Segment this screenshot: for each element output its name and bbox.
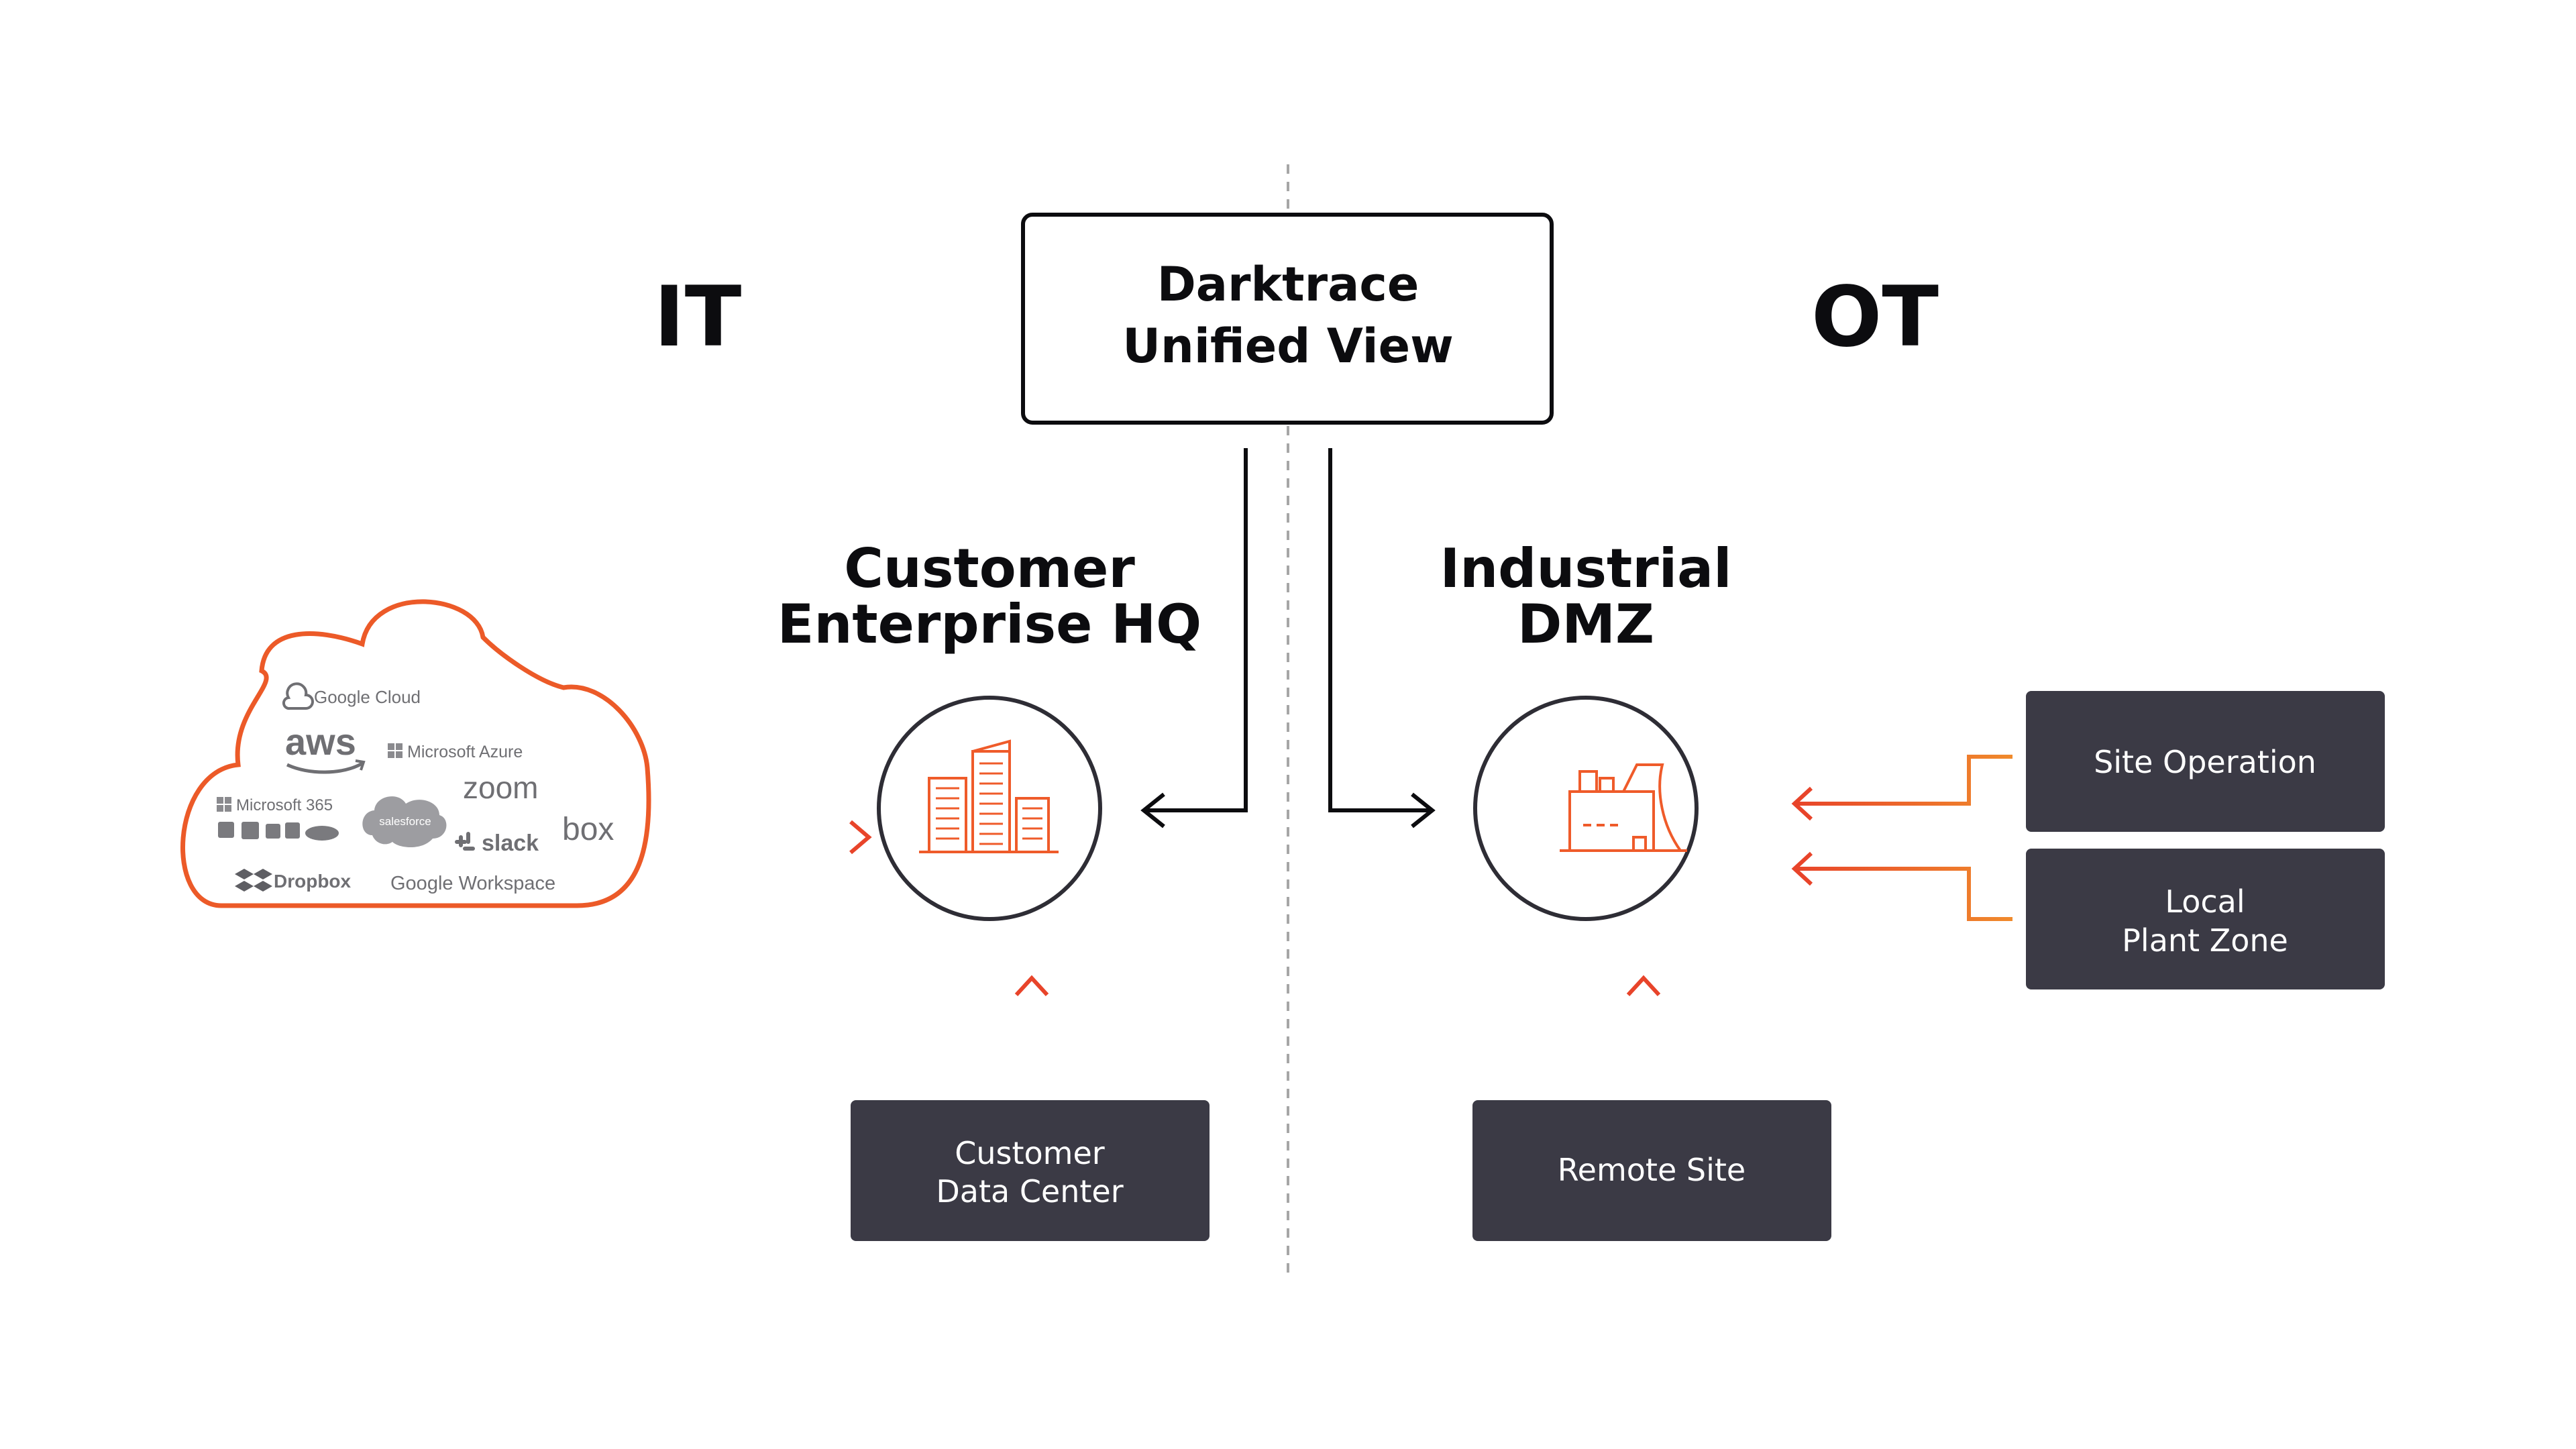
salesforce-logo: salesforce [362,796,447,848]
svg-text:slack: slack [482,830,539,856]
svg-text:aws: aws [285,720,356,763]
microsoft-azure-logo: Microsoft Azure [388,743,523,761]
plant-zone-label-line1: Local [2165,883,2245,920]
data-center-label-line2: Data Center [936,1173,1123,1210]
data-center-label-line1: Customer [955,1135,1105,1171]
connector-unified-to-hq [1140,448,1248,828]
dmz-heading-line2: DMZ [1517,593,1654,655]
ot-label: OT [1811,269,1939,366]
arrow-site-operation-to-dmz [1791,755,2012,821]
dmz-heading-line1: Industrial [1440,537,1731,600]
slack-logo: slack [455,830,539,856]
svg-text:Microsoft Azure: Microsoft Azure [407,743,523,761]
local-plant-zone-box[interactable]: Local Plant Zone [2026,849,2385,989]
connector-unified-to-dmz [1328,448,1436,828]
remote-site-label: Remote Site [1558,1152,1746,1188]
enterprise-hq-node[interactable] [877,696,1102,921]
arrow-remote-to-dmz [1626,975,1661,1087]
google-workspace-logo: Google Workspace [390,873,555,894]
unified-view-title-line1: Darktrace [1157,257,1419,312]
site-operation-box[interactable]: Site Operation [2026,691,2385,832]
customer-data-center-box[interactable]: Customer Data Center [851,1100,1210,1241]
zoom-logo: zoom [463,770,538,805]
svg-text:Google Cloud: Google Cloud [314,687,421,707]
microsoft-365-logo: Microsoft 365 [217,796,339,841]
unified-view-title-line2: Unified View [1122,319,1454,374]
cloud-services-group[interactable]: Google Cloud aws Microsoft Azure Microso… [180,599,651,908]
factory-icon [1560,763,1687,852]
arrow-datacenter-to-hq [1014,975,1049,1087]
site-operation-label: Site Operation [2094,744,2316,780]
industrial-dmz-node[interactable] [1473,696,1699,921]
svg-text:Microsoft 365: Microsoft 365 [236,796,333,814]
hq-heading-line2: Enterprise HQ [777,593,1201,655]
unified-view-box[interactable]: Darktrace Unified View [1021,213,1554,425]
google-cloud-logo: Google Cloud [282,682,421,710]
hq-heading-line1: Customer [844,537,1135,600]
svg-text:salesforce: salesforce [379,815,431,828]
dropbox-logo: Dropbox [235,869,352,892]
office-buildings-icon [919,739,1059,853]
arrow-plant-zone-to-dmz [1791,851,2012,921]
it-label: IT [654,269,742,366]
box-logo: box [562,812,614,847]
remote-site-box[interactable]: Remote Site [1472,1100,1831,1241]
aws-logo: aws [285,720,366,774]
plant-zone-label-line2: Plant Zone [2122,922,2288,959]
svg-text:Dropbox: Dropbox [274,871,352,892]
arrow-cloud-to-hq [667,820,872,855]
